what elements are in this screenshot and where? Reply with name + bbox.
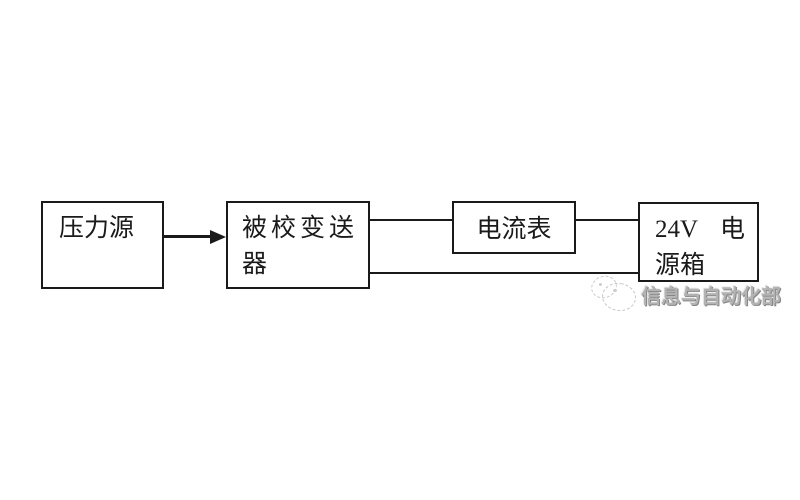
node-pressure-source-label: 压力源 bbox=[59, 215, 135, 242]
node-transmitter: 被校变送 器 bbox=[226, 201, 370, 289]
node-power-label-dian: 电 bbox=[719, 216, 745, 243]
node-transmitter-label-line2: 器 bbox=[242, 251, 268, 278]
connector-ammeter-to-power bbox=[576, 219, 638, 221]
watermark: 信息与自动化部 bbox=[588, 272, 789, 314]
node-ammeter: 电流表 bbox=[452, 201, 576, 254]
arrow-shaft bbox=[164, 235, 211, 238]
connector-transmitter-to-power bbox=[370, 272, 638, 274]
node-power-label-24v: 24V bbox=[655, 216, 699, 243]
watermark-text: 信息与自动化部 bbox=[641, 286, 781, 308]
node-power-label-line2: 源箱 bbox=[655, 252, 706, 279]
watermark-logo-icon bbox=[588, 272, 639, 314]
node-pressure-source: 压力源 bbox=[41, 201, 164, 289]
node-ammeter-label: 电流表 bbox=[476, 215, 552, 243]
connector-transmitter-to-ammeter bbox=[370, 219, 452, 221]
node-transmitter-label-line1: 被校变送 bbox=[242, 215, 359, 242]
arrow-head-icon bbox=[210, 230, 226, 244]
node-power-supply: 24V 电 源箱 bbox=[638, 202, 759, 282]
